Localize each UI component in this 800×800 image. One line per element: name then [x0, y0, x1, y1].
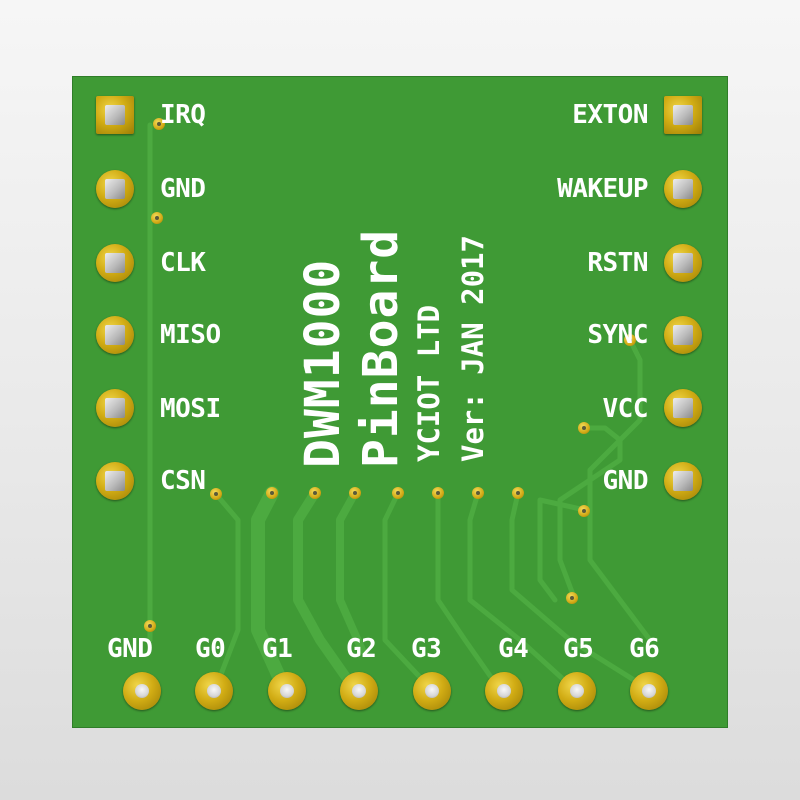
via	[392, 487, 404, 499]
pin-pad-g1	[268, 672, 306, 710]
pin-label-miso: MISO	[160, 320, 221, 350]
via	[578, 422, 590, 434]
via	[153, 118, 165, 130]
pin-pad-miso	[96, 316, 134, 354]
pin-label-g4: G4	[498, 634, 529, 664]
pin-pad-g6	[630, 672, 668, 710]
pin-pad-rstn	[664, 244, 702, 282]
pin-label-exton: EXTON	[572, 100, 648, 130]
via	[624, 334, 636, 346]
pin-pad-g2	[340, 672, 378, 710]
pin-pad-wakeup	[664, 170, 702, 208]
via	[266, 487, 278, 499]
pin-pad-csn	[96, 462, 134, 500]
pin-label-rstn: RSTN	[587, 248, 648, 278]
pin-pad-g0	[195, 672, 233, 710]
pin-pad-gnd-right	[664, 462, 702, 500]
via	[144, 620, 156, 632]
pin-label-clk: CLK	[160, 248, 206, 278]
pin-pad-gnd-bottom	[123, 672, 161, 710]
pin-label-g1: G1	[262, 634, 293, 664]
via	[472, 487, 484, 499]
via	[151, 212, 163, 224]
pin-label-g0: G0	[195, 634, 226, 664]
pin-label-sync: SYNC	[587, 320, 648, 350]
pin-label-gnd-left: GND	[160, 174, 206, 204]
pin-pad-irq	[96, 96, 134, 134]
pin-label-vcc: VCC	[602, 394, 649, 424]
pin-label-g6: G6	[629, 634, 660, 664]
pin-pad-exton	[664, 96, 702, 134]
pin-label-gnd-bottom: GND	[107, 634, 153, 664]
pin-label-g2: G2	[346, 634, 377, 664]
pin-pad-clk	[96, 244, 134, 282]
pin-pad-sync	[664, 316, 702, 354]
pin-pad-vcc	[664, 389, 702, 427]
via	[349, 487, 361, 499]
board-version: Ver: JAN 2017	[456, 235, 490, 462]
pin-label-wakeup: WAKEUP	[557, 174, 648, 204]
pin-label-g5: G5	[563, 634, 594, 664]
via	[210, 488, 222, 500]
board-title: DWM1000	[295, 258, 351, 468]
pin-label-g3: G3	[411, 634, 442, 664]
via	[309, 487, 321, 499]
pin-pad-g5	[558, 672, 596, 710]
pin-label-gnd-right: GND	[602, 466, 649, 496]
pin-label-mosi: MOSI	[160, 394, 221, 424]
pin-label-irq: IRQ	[160, 100, 206, 130]
via	[566, 592, 578, 604]
pin-pad-mosi	[96, 389, 134, 427]
pin-pad-g4	[485, 672, 523, 710]
pin-label-csn: CSN	[160, 466, 206, 496]
pin-pad-g3	[413, 672, 451, 710]
board-maker: YCIOT LTD	[412, 304, 446, 462]
via	[578, 505, 590, 517]
board-subtitle: PinBoard	[353, 228, 409, 468]
pin-pad-gnd-left	[96, 170, 134, 208]
via	[512, 487, 524, 499]
via	[432, 487, 444, 499]
